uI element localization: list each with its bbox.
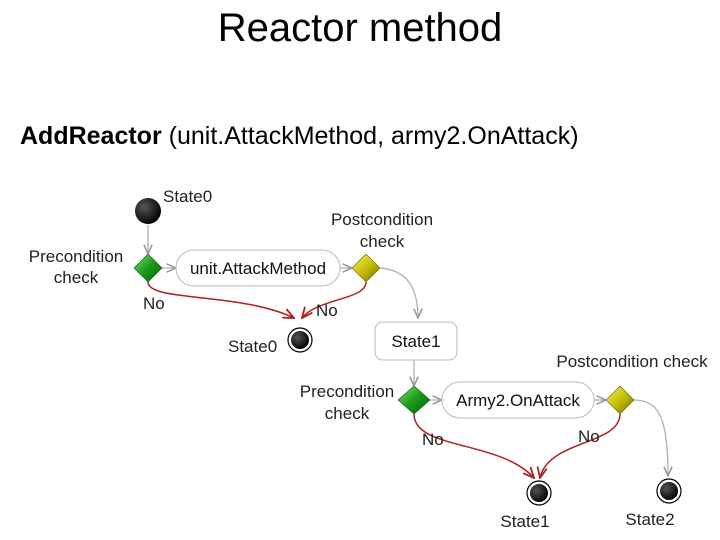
precondition-diamond-1 [133,253,163,283]
precondition-label-2b: check [325,404,370,423]
action-label-1: unit.AttackMethod [190,259,326,278]
postcondition-diamond-2 [605,385,635,415]
action-label-2: Army2.OnAttack [456,391,580,410]
precondition-label-2a: Precondition [300,382,395,401]
no-path-post2 [540,413,621,478]
state1-node [374,321,458,361]
action-node-2 [441,381,595,419]
postcondition-label-1b: check [360,232,405,251]
end-node-state1-core [530,484,548,502]
precondition-label-1a: Precondition [29,247,124,266]
postcondition-label-2: Postcondition check [556,352,708,371]
slide-title: Reactor method [217,6,503,50]
no-label-1a: No [143,294,165,313]
end-node-state0-label: State0 [228,337,277,356]
end-node-state0-core [291,331,309,349]
no-label-2b: No [578,427,600,446]
flow-post1-to-state1 [379,267,418,318]
start-node-label: State0 [163,187,212,206]
end-node-state2-label: State2 [625,510,674,529]
flow-post2-to-state2 [633,399,668,476]
no-path-post1 [302,281,367,318]
state1-node-label: State1 [391,332,440,351]
start-node [135,198,161,224]
no-path-pre2 [413,413,534,478]
function-args: (unit.AttackMethod, army2.OnAttack) [168,122,579,150]
no-label-1b: No [316,301,338,320]
action-node-1 [175,249,341,287]
end-node-state1-label: State1 [500,512,549,531]
end-node-state2-core [660,482,678,500]
postcondition-label-1a: Postcondition [331,210,433,229]
function-name: AddReactor [20,122,162,150]
reactor-call: AddReactor (unit.AttackMethod, army2.OnA… [20,120,579,152]
precondition-label-1b: check [54,268,99,287]
postcondition-diamond-1 [351,253,381,283]
no-label-2a: No [422,430,444,449]
precondition-diamond-2 [397,385,431,415]
no-path-pre1 [147,281,294,318]
